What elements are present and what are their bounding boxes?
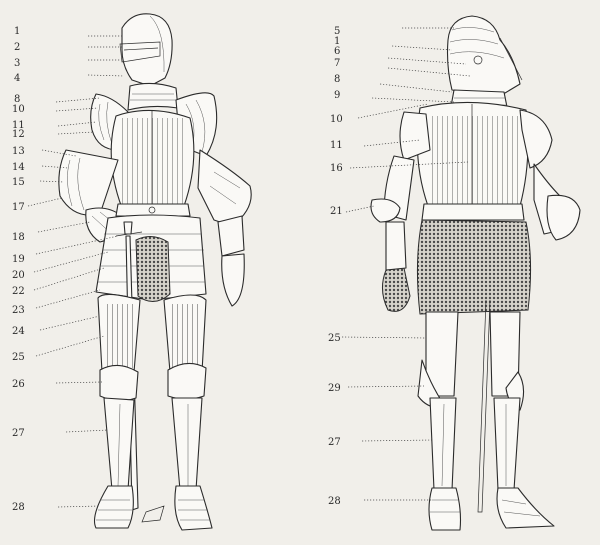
back-label-10: 10	[330, 114, 343, 125]
back-label-6: 6	[334, 46, 340, 57]
front-label-3: 3	[14, 58, 20, 69]
front-right-gauntlet	[222, 254, 245, 306]
front-label-1: 1	[14, 26, 20, 37]
front-label-18: 18	[12, 232, 25, 243]
front-label-17: 17	[12, 202, 25, 213]
back-label-8: 8	[334, 74, 340, 85]
front-label-26: 26	[12, 379, 25, 390]
front-label-22: 22	[12, 286, 25, 297]
front-label-12: 12	[12, 129, 25, 140]
back-left-gauntlet	[382, 268, 410, 311]
back-label-29: 29	[328, 383, 341, 394]
front-label-19: 19	[12, 254, 25, 265]
front-left-sabaton	[95, 486, 134, 528]
front-label-15: 15	[12, 177, 25, 188]
front-armour-figure	[59, 14, 251, 530]
back-label-21: 21	[330, 206, 343, 217]
back-right-greave	[494, 398, 520, 490]
front-label-27: 27	[12, 428, 25, 439]
front-right-arm	[198, 150, 251, 226]
front-label-23: 23	[12, 305, 25, 316]
back-left-sabaton	[429, 488, 461, 530]
front-labels: 1 2 3 4 8 10 11 12 13 14 15 17 18 19 20 …	[12, 26, 25, 513]
back-waist-belt	[422, 204, 524, 220]
front-label-2: 2	[14, 42, 20, 53]
back-label-7: 7	[334, 58, 340, 69]
back-label-9: 9	[334, 90, 340, 101]
front-label-4: 4	[14, 73, 20, 84]
back-label-11: 11	[330, 140, 343, 151]
front-label-10: 10	[12, 104, 25, 115]
back-label-27: 27	[328, 437, 341, 448]
front-right-knee	[168, 363, 206, 399]
front-right-vambrace	[218, 216, 244, 256]
back-mail-skirt	[417, 220, 530, 314]
front-label-24: 24	[12, 326, 25, 337]
front-label-20: 20	[12, 270, 25, 281]
front-label-28: 28	[12, 502, 25, 513]
front-gorget	[128, 83, 178, 110]
back-armour-figure	[371, 16, 580, 530]
front-right-greave	[172, 398, 202, 490]
front-left-knee	[100, 365, 138, 400]
back-labels: 5 1 6 7 8 9 10 11 16 21 25 29 27 28	[328, 26, 343, 507]
front-label-14: 14	[12, 162, 25, 173]
back-right-gauntlet	[547, 195, 580, 240]
front-label-25: 25	[12, 352, 25, 363]
back-label-16: 16	[330, 163, 343, 174]
back-label-28: 28	[328, 496, 341, 507]
front-right-sabaton	[175, 486, 212, 530]
back-right-sabaton	[497, 488, 554, 528]
front-label-13: 13	[12, 146, 25, 157]
front-waist-belt	[116, 204, 190, 216]
back-label-25: 25	[328, 333, 341, 344]
front-mail-codpiece	[136, 236, 170, 301]
